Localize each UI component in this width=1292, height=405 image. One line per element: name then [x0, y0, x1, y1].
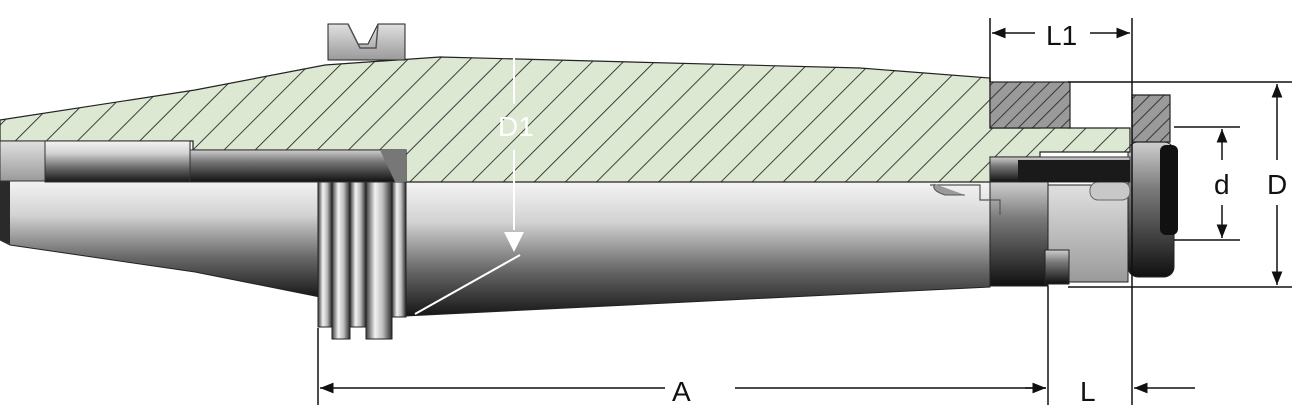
dimension-label-d-outer: D: [1267, 169, 1287, 200]
d1-label: D1: [498, 111, 534, 142]
clamp-nut-section: [989, 81, 1171, 143]
shank-body-shaded: [0, 141, 1178, 340]
drive-key-block: [327, 23, 406, 61]
dimension-label-l1: L1: [1046, 20, 1077, 51]
d1-dimension: D1: [414, 55, 534, 315]
dimension-lines: [317, 18, 1292, 405]
dimension-label-a: A: [672, 376, 691, 405]
dimension-label-l: L: [1080, 376, 1096, 405]
section-view-hatched: [0, 56, 1131, 183]
dimension-label-d: d: [1214, 169, 1230, 200]
